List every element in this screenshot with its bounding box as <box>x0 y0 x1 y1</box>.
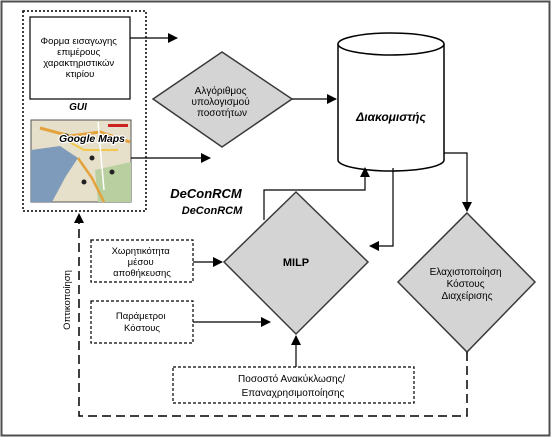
cost-params-line-1: Παράμετροι <box>116 311 166 322</box>
recycling-text: Ποσοστό Ανακύκλωσης/ Επαναχρησιμοποίησης <box>238 373 348 399</box>
map-road-1 <box>39 126 131 144</box>
system-name-shadow: DeConRCM <box>182 205 243 217</box>
server-body <box>337 44 445 172</box>
algorithm-line-1: Αλγόριθμος <box>195 85 247 97</box>
system-name: DeConRCM <box>170 186 243 201</box>
storage-box <box>90 239 194 283</box>
minimization-text: Ελαχιστοποίηση Κόστους Διαχείρισης <box>430 266 505 302</box>
google-maps-thumbnail[interactable]: Google Maps <box>30 119 132 203</box>
map-road-3 <box>61 137 118 151</box>
minimization-line-3: Διαχείρισης <box>441 290 492 302</box>
cost-params-text: Παράμετροι Κόστους <box>116 311 168 334</box>
recycling-line-2: Επαναχρησιμοποίησης <box>242 387 345 399</box>
arrow-milp-to-server <box>263 167 370 220</box>
recycling-line-1: Ποσοστό Ανακύκλωσης/ <box>238 373 345 385</box>
form-box <box>29 16 131 100</box>
recycling-box <box>172 366 415 404</box>
milp-label: MILP <box>283 257 309 269</box>
google-maps-label: Google Maps <box>59 133 125 145</box>
map-marker-1 <box>63 133 69 139</box>
form-line-1: Φορμα εισαγωγης <box>41 36 118 47</box>
storage-line-1: Χωρητικότητα <box>112 246 171 257</box>
arrow-server-to-minimization <box>444 152 472 212</box>
cost-params-line-2: Κόστους <box>124 323 160 334</box>
map-marker-bar <box>108 124 128 127</box>
server-label: Διακομιστής <box>355 110 426 124</box>
arrow-visualization-feedback <box>74 213 468 417</box>
form-line-2: επιμέρους <box>57 47 100 58</box>
gui-container <box>22 10 147 212</box>
algorithm-text: Αλγόριθμος υπολογισμού ποσοτήτων <box>192 85 253 119</box>
algorithm-line-3: ποσοτήτων <box>197 107 247 119</box>
minimization-line-2: Κόστους <box>447 278 485 290</box>
cost-params-box <box>90 300 194 344</box>
map-marker-3 <box>109 169 115 175</box>
storage-line-2: μέσου <box>128 257 154 268</box>
map-road-2 <box>76 157 106 203</box>
map-marker-4 <box>81 179 87 185</box>
server-cylinder <box>337 32 445 172</box>
milp-diamond <box>222 190 370 336</box>
algorithm-diamond <box>151 51 294 148</box>
map-sea <box>31 146 78 202</box>
map-marker-2 <box>89 155 95 161</box>
form-line-3: χαρακτηριστικών <box>43 58 114 69</box>
arrow-server-to-milp <box>369 168 394 251</box>
gui-label: GUI <box>69 102 87 113</box>
form-text: Φορμα εισαγωγης επιμέρους χαρακτηριστικώ… <box>41 36 120 80</box>
minimization-line-1: Ελαχιστοποίηση <box>430 266 502 278</box>
form-line-4: κτιρίου <box>66 69 95 80</box>
map-park <box>95 162 131 202</box>
algorithm-line-2: υπολογισμού <box>192 96 250 108</box>
visualization-label: Οπτικοποίηση <box>62 270 73 330</box>
storage-line-3: αποθήκευσης <box>113 268 171 279</box>
map-road-4 <box>97 121 105 191</box>
server-top <box>337 32 445 56</box>
storage-text: Χωρητικότητα μέσου αποθήκευσης <box>112 246 173 279</box>
